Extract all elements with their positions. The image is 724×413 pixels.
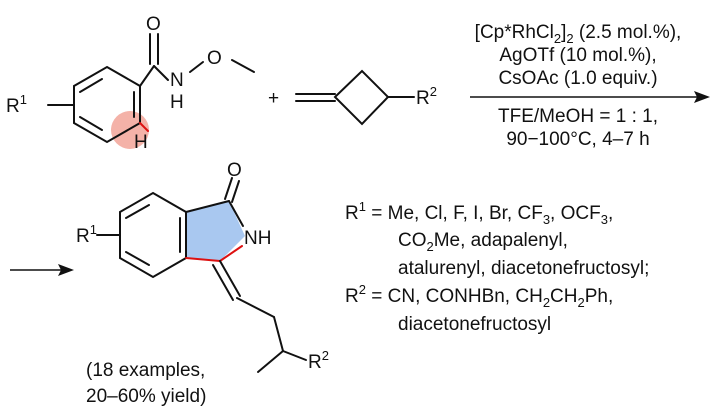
product-r2-label: R2: [308, 348, 329, 373]
r1-scope-line3: atalurenyl, diacetonefructosyl;: [398, 258, 649, 279]
product-r1-label: R1: [76, 222, 97, 247]
reactant-methylenecyclobutane: R2: [295, 69, 437, 126]
reaction-conditions: [Cp*RhCl2]2 (2.5 mol.%), AgOTf (10 mol.%…: [470, 22, 710, 150]
carbonyl-n-bond: [153, 65, 169, 81]
chain-bond: [257, 350, 284, 373]
cyclobutane-ring: [333, 69, 390, 126]
r2-scope-line1: R2 = CN, CONHBn, CH2CH2Ph,: [345, 282, 613, 310]
carbonyl-double-bond: [231, 180, 240, 203]
reactant-benzamide: R1 O N H O H: [6, 14, 255, 153]
lactam-c-carbonyl: [185, 200, 230, 213]
r1-scope-line1: R1 = Me, Cl, F, I, Br, CF3, OCF3,: [345, 199, 613, 227]
carbonyl-double-bond: [224, 177, 233, 200]
r2-scope-line2: diacetonefructosyl: [398, 314, 551, 335]
chain-bond: [236, 297, 275, 318]
substituent-scope: R1 = Me, Cl, F, I, Br, CF3, OCF3, CO2Me,…: [345, 199, 649, 335]
carbonyl-oxygen: O: [146, 14, 161, 35]
amide-nitrogen: N: [170, 70, 184, 91]
ortho-ch-bond: [139, 122, 149, 132]
examples-count: (18 examples,: [86, 360, 205, 381]
r2-label: R2: [416, 84, 437, 109]
r1-label: R1: [6, 92, 27, 117]
methoxy-oxygen: O: [207, 48, 222, 69]
r1-scope-line2: CO2Me, adapalenyl,: [398, 230, 568, 254]
condition-base: CsOAc (1.0 equiv.): [498, 68, 657, 89]
yield-range: 20–60% yield): [86, 386, 206, 407]
ortho-hydrogen: H: [134, 132, 148, 153]
product-isoindolinone: R1 O NH R2 (18 examples, 20–60% yield): [76, 160, 329, 407]
carbonyl-nh-bond: [228, 200, 244, 227]
aryl-carbonyl-bond: [139, 65, 155, 87]
continuation-arrow: [10, 264, 74, 276]
new-cc-bond: [185, 257, 221, 262]
lactam-ring-highlight: [186, 201, 245, 261]
ring-double-bond: [79, 116, 103, 131]
n-o-bond: [189, 61, 204, 73]
product-nh: NH: [244, 228, 271, 249]
ring-double-bond: [125, 204, 150, 219]
exocyclic-double-bond: [219, 260, 241, 297]
o-methyl-bond: [231, 59, 255, 73]
product-benzene-ring: [119, 191, 187, 279]
ring-double-bond: [125, 251, 150, 266]
condition-additive: AgOTf (10 mol.%),: [499, 45, 656, 66]
condition-temperature-time: 90−100°C, 4–7 h: [506, 129, 649, 150]
condition-catalyst: [Cp*RhCl2]2 (2.5 mol.%),: [475, 22, 682, 46]
exocyclic-double-bond: [212, 264, 234, 301]
new-cn-bond: [219, 245, 243, 262]
product-carbonyl-oxygen: O: [227, 160, 242, 181]
ring-double-bond: [79, 78, 103, 93]
r2-bond: [282, 350, 307, 361]
condition-solvent: TFE/MeOH = 1 : 1,: [498, 106, 658, 127]
plus-sign: +: [268, 88, 279, 109]
amide-hydrogen: H: [170, 92, 184, 113]
chain-bond: [273, 316, 284, 352]
reaction-arrowhead: [694, 91, 710, 103]
